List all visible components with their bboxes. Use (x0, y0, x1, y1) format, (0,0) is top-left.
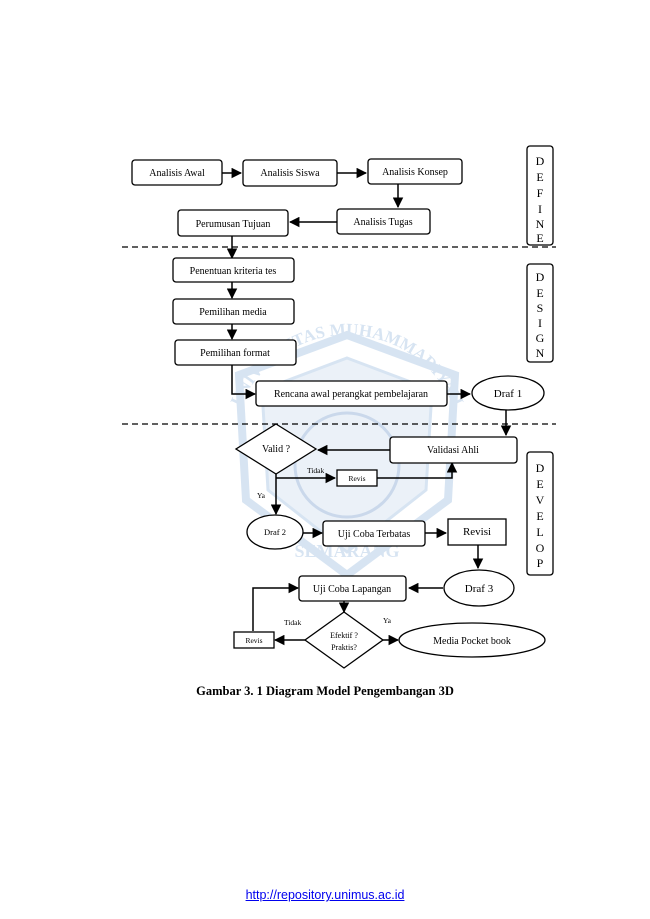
ellipse-draf1: Draf 1 (471, 375, 545, 411)
box-pemilihan-format-label: Pemilihan format (200, 348, 270, 359)
box-uji-coba-terbatas: Uji Coba Terbatas (322, 520, 426, 547)
phase-define-letter: D (536, 154, 545, 168)
diamond-efektif-line2: Praktis? (331, 643, 357, 652)
ellipse-media-pocket-book-label: Media Pocket book (433, 636, 511, 647)
box-penentuan-kriteria: Penentuan kriteria tes (172, 257, 295, 283)
box-validasi-ahli: Validasi Ahli (389, 436, 518, 464)
ellipse-media-pocket-book: Media Pocket book (398, 622, 546, 658)
box-pemilihan-format: Pemilihan format (174, 339, 297, 366)
box-revisi-label: Revisi (463, 526, 491, 538)
phase-design: D E S I G N (526, 263, 554, 363)
box-analisis-tugas-label: Analisis Tugas (353, 217, 412, 228)
label-ya-1: Ya (257, 491, 266, 500)
phase-develop-letter: L (536, 525, 543, 539)
box-uji-coba-terbatas-label: Uji Coba Terbatas (338, 529, 411, 540)
phase-define-letter: E (536, 170, 543, 184)
box-pemilihan-media-label: Pemilihan media (199, 307, 267, 318)
box-analisis-awal: Analisis Awal (131, 159, 223, 186)
phase-design-letter: I (538, 316, 542, 330)
box-rencana-awal: Rencana awal perangkat pembelajaran (255, 380, 448, 407)
box-rencana-awal-label: Rencana awal perangkat pembelajaran (274, 389, 428, 400)
box-analisis-siswa: Analisis Siswa (242, 159, 338, 187)
phase-define-letter: I (538, 202, 542, 216)
phase-develop-letter: P (537, 556, 544, 570)
phase-define-letter: E (536, 231, 543, 245)
phase-design-letter: N (536, 346, 545, 360)
diamond-valid-label: Valid ? (262, 444, 291, 455)
phase-define-letter: F (537, 186, 544, 200)
ellipse-draf3-label: Draf 3 (465, 583, 494, 595)
phase-develop-letter: E (536, 509, 543, 523)
box-revis-small: Revis (336, 469, 378, 487)
label-tidak-2: Tidak (284, 618, 301, 627)
phase-define-letter: N (536, 217, 545, 231)
box-revis-bottom-label: Revis (245, 636, 262, 645)
figure-caption: Gambar 3. 1 Diagram Model Pengembangan 3… (196, 684, 454, 698)
ellipse-draf1-label: Draf 1 (494, 388, 522, 400)
phase-design-letter: S (537, 301, 544, 315)
box-analisis-konsep: Analisis Konsep (367, 158, 463, 185)
phase-develop-letter: E (536, 477, 543, 491)
phase-develop-letter: D (536, 461, 545, 475)
ellipse-draf3: Draf 3 (443, 569, 515, 607)
repository-link[interactable]: http://repository.unimus.ac.id (245, 888, 405, 902)
box-analisis-siswa-label: Analisis Siswa (260, 168, 320, 179)
phase-develop-letter: O (536, 541, 545, 555)
box-analisis-tugas: Analisis Tugas (336, 208, 431, 235)
phase-design-letter: G (536, 331, 545, 345)
box-analisis-konsep-label: Analisis Konsep (382, 167, 448, 178)
box-uji-coba-lapangan: Uji Coba Lapangan (298, 575, 407, 602)
phase-design-letter: E (536, 286, 543, 300)
connectors (222, 167, 512, 646)
phase-define: D E F I N E (526, 145, 554, 246)
label-tidak-1: Tidak (307, 466, 324, 475)
diamond-efektif-line1: Efektif ? (330, 631, 358, 640)
label-ya-2: Ya (383, 616, 392, 625)
box-revisi: Revisi (447, 518, 507, 546)
box-uji-coba-lapangan-label: Uji Coba Lapangan (313, 584, 391, 595)
box-validasi-ahli-label: Validasi Ahli (427, 445, 479, 456)
box-perumusan-tujuan: Perumusan Tujuan (177, 209, 289, 237)
phase-develop: D E V E L O P (526, 451, 554, 576)
box-analisis-awal-label: Analisis Awal (149, 168, 205, 179)
box-revis-small-label: Revis (348, 474, 365, 483)
diamond-efektif: Efektif ? Praktis? (303, 611, 385, 669)
diamond-valid: Valid ? (234, 423, 318, 475)
box-revis-bottom: Revis (233, 631, 275, 649)
ellipse-draf2: Draf 2 (246, 514, 304, 550)
box-penentuan-kriteria-label: Penentuan kriteria tes (190, 266, 277, 277)
phase-design-letter: D (536, 270, 545, 284)
ellipse-draf2-label: Draf 2 (264, 527, 286, 537)
box-pemilihan-media: Pemilihan media (172, 298, 295, 325)
box-perumusan-tujuan-label: Perumusan Tujuan (196, 219, 271, 230)
phase-develop-letter: V (536, 493, 545, 507)
